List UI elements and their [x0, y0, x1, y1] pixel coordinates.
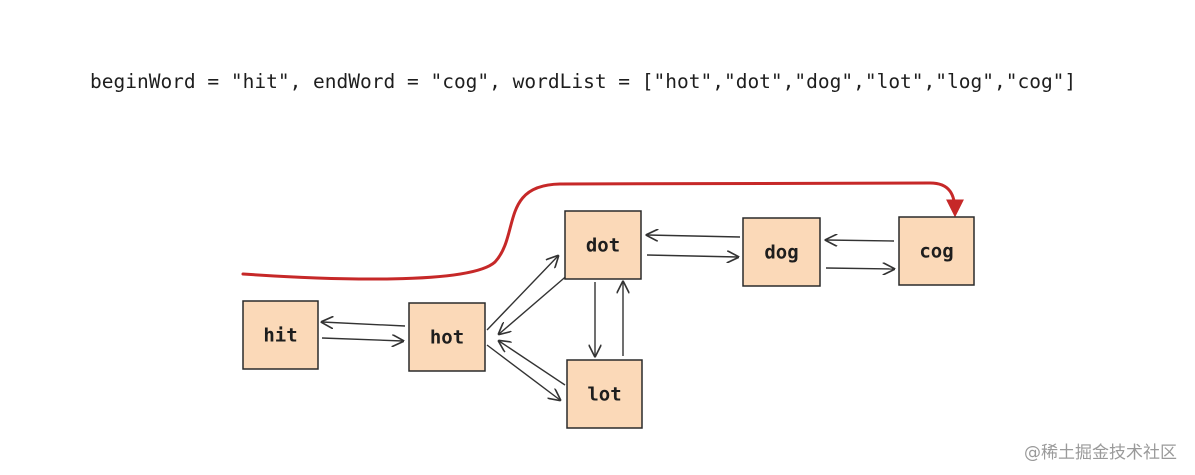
node-hit: hit [242, 300, 319, 370]
node-hit-label: hit [263, 325, 297, 347]
edge-lot-to-hot [499, 341, 566, 386]
node-dot-label: dot [586, 235, 620, 257]
watermark: @稀土掘金技术社区 [1024, 443, 1177, 463]
node-dot: dot [564, 210, 642, 280]
node-hot-label: hot [430, 327, 464, 349]
node-lot: lot [566, 359, 643, 429]
node-cog: cog [898, 216, 975, 286]
node-hot: hot [408, 302, 486, 372]
edge-dog-to-dot [647, 235, 741, 237]
edge-hot-to-dot [486, 256, 558, 331]
edge-dot-to-dog [646, 255, 738, 257]
problem-statement: beginWord = "hit", endWord = "cog", word… [90, 70, 1077, 93]
node-dog: dog [742, 217, 821, 287]
node-cog-label: cog [919, 241, 953, 263]
node-lot-label: lot [587, 384, 621, 406]
edge-dog-to-cog [825, 268, 894, 269]
edge-hit-to-hot [321, 338, 403, 341]
node-dog-label: dog [764, 242, 798, 264]
edge-dot-to-hot [499, 272, 571, 334]
shortest-path-curve [241, 181, 964, 281]
edge-hot-to-lot [486, 344, 560, 400]
edge-hot-to-hit [322, 322, 406, 326]
edge-cog-to-dog [826, 240, 895, 241]
